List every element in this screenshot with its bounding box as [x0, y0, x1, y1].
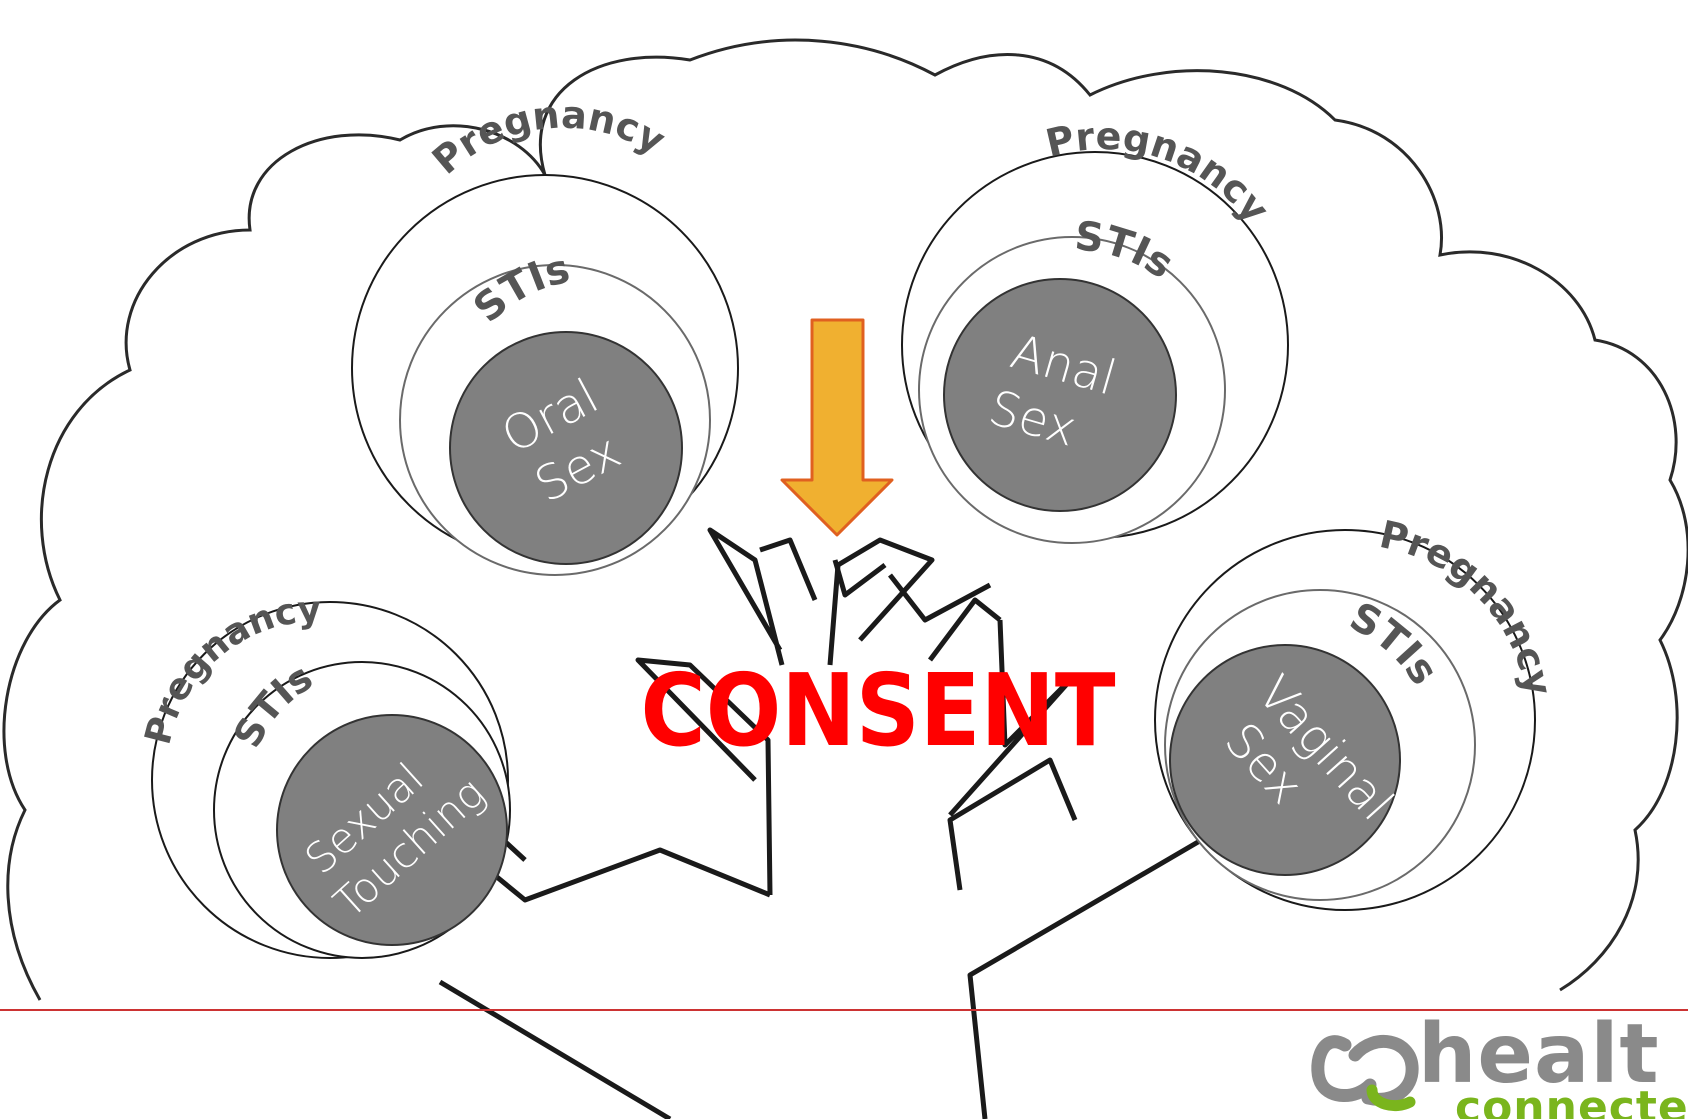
- tree-trunk: [438, 527, 1212, 1119]
- activity-core: [943, 278, 1177, 512]
- down-arrow-icon: [780, 318, 894, 537]
- brand-logo: healt connecte: [1311, 1007, 1688, 1119]
- vaginal-sex-risk-cluster: Pregnancy STIs Vaginal Sex: [1154, 512, 1561, 911]
- consent-title: CONSENT: [641, 652, 1116, 769]
- anal-sex-risk-cluster: Pregnancy STIs Anal Sex: [901, 114, 1289, 544]
- logo-wordmark-top: healt: [1418, 1007, 1660, 1102]
- activity-core: [276, 714, 508, 946]
- activity-core: [1169, 644, 1401, 876]
- oral-sex-risk-cluster: Pregnancy STIs Oral Sex: [351, 92, 739, 576]
- speech-bubbles-icon: [1311, 1034, 1419, 1111]
- activity-core: [449, 331, 683, 565]
- logo-wordmark-bottom: connecte: [1455, 1082, 1688, 1119]
- sexual-touching-risk-cluster: Pregnancy STIs Sexual Touching: [138, 589, 511, 959]
- tree-canopy-outline: [2, 38, 1688, 1001]
- pregnancy-label: Pregnancy: [424, 92, 673, 182]
- svg-text:Pregnancy: Pregnancy: [424, 92, 673, 182]
